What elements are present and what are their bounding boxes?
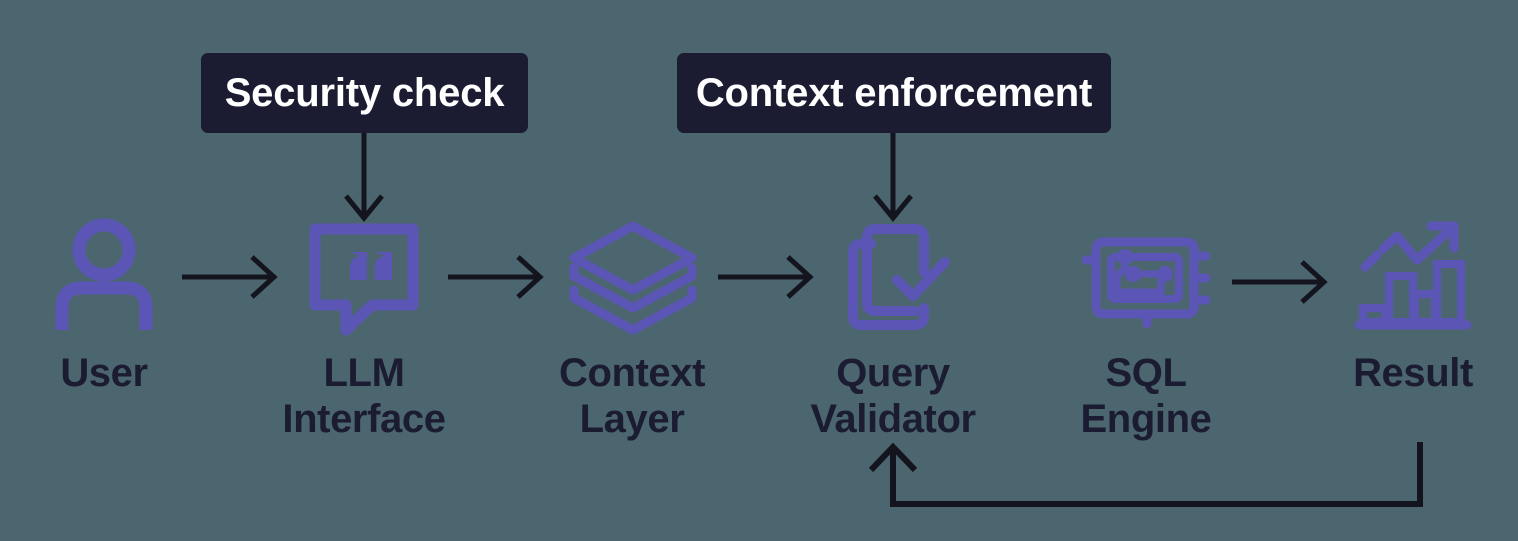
speech-bubble-quote-icon xyxy=(308,222,420,336)
arrow-context-enforcement-down xyxy=(873,133,913,222)
annotation-security-check-label: Security check xyxy=(224,70,505,115)
bar-chart-trend-icon xyxy=(1354,221,1472,332)
arrow-security-check-down xyxy=(344,133,384,222)
node-label-llm-interface: LLM Interface xyxy=(282,351,446,441)
annotation-security-check[interactable]: Security check xyxy=(201,53,528,133)
annotation-context-enforcement[interactable]: Context enforcement xyxy=(677,53,1111,133)
annotation-context-enforcement-label: Context enforcement xyxy=(695,70,1093,115)
arrow-context-to-validator xyxy=(718,255,814,299)
arrow-llm-to-context xyxy=(448,255,544,299)
stacked-layers-icon xyxy=(568,220,698,335)
user-icon xyxy=(52,218,156,330)
circuit-chip-icon xyxy=(1081,232,1211,332)
node-label-context-layer: Context Layer xyxy=(558,351,706,441)
arrow-user-to-llm xyxy=(182,255,278,299)
node-label-user: User xyxy=(60,351,148,395)
node-label-sql-engine: SQL Engine xyxy=(1080,351,1212,441)
arrow-sql-to-result xyxy=(1232,260,1328,304)
document-check-icon xyxy=(845,220,955,332)
node-label-result: Result xyxy=(1353,351,1473,395)
node-label-query-validator: Query Validator xyxy=(810,351,976,441)
arrow-feedback-result-to-validator xyxy=(868,442,1423,507)
